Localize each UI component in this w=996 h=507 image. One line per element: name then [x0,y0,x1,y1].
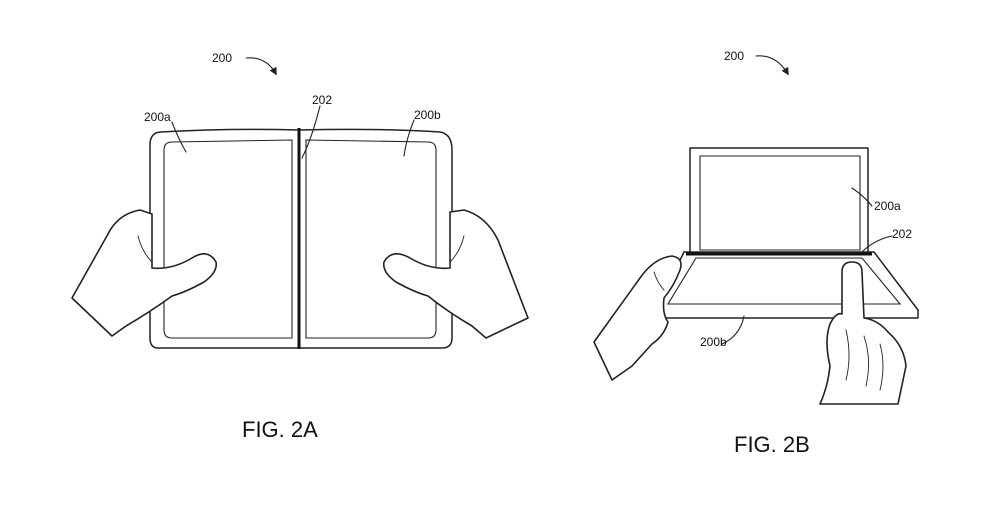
label-panel-200b-2b: 200b [700,335,727,349]
figure-2b: 200 200a 202 200b FIG. 2B [593,49,919,457]
lower-panel-frame [655,251,919,319]
left-hand [71,209,218,337]
leader-200b-2b [721,315,745,345]
foldable-device-laptop-mode [655,147,919,319]
right-panel-screen [305,139,437,339]
foldable-device-open-flat [149,128,453,349]
caption-fig-2a: FIG. 2A [242,417,318,442]
device-outer-frame [149,128,453,349]
caption-fig-2b: FIG. 2B [734,432,810,457]
label-panel-200a-2b: 200a [874,199,901,213]
right-hand-pointing [819,261,907,405]
label-panel-200a: 200a [144,110,171,124]
leader-200a [171,121,187,153]
right-hand [382,209,529,339]
lower-panel-screen [667,257,902,305]
left-hand-2b [593,255,682,381]
label-hinge-202-2b: 202 [892,227,912,241]
leader-202 [301,105,321,159]
leader-202-2b [861,235,893,253]
upper-panel-screen [699,155,861,251]
left-panel-screen [163,139,293,339]
label-device-200: 200 [212,51,232,65]
leader-200b [403,119,415,157]
label-device-200-2b: 200 [724,49,744,63]
device-ref-arrow [245,57,277,76]
label-panel-200b: 200b [414,108,441,122]
device-ref-arrow-2b [755,55,789,76]
label-hinge-202: 202 [312,93,332,107]
figure-2a: 200 200a 202 200b FIG. 2A [71,51,529,442]
leader-200a-2b [851,187,873,207]
upper-panel-frame [689,147,869,255]
